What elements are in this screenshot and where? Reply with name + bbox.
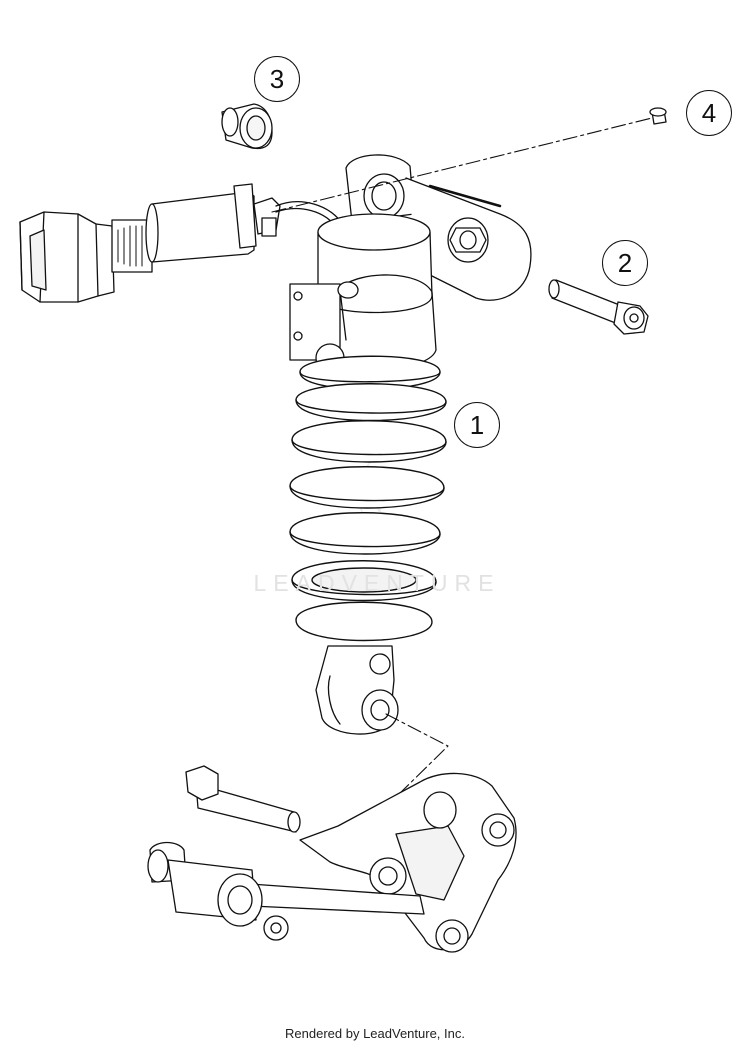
- callout-4-label: 4: [701, 97, 717, 128]
- part-4-pin[interactable]: [649, 107, 667, 125]
- preload-adjuster[interactable]: [19, 183, 281, 303]
- watermark-text: LEADVENTURE: [253, 570, 501, 596]
- callout-2[interactable]: 2: [602, 240, 648, 286]
- callout-3[interactable]: 3: [254, 56, 300, 102]
- footer-credit: Rendered by LeadVenture, Inc.: [285, 1026, 465, 1041]
- coil-spring[interactable]: [289, 355, 447, 642]
- callout-4[interactable]: 4: [686, 90, 732, 136]
- part-2-bolt[interactable]: [548, 279, 649, 335]
- shock-body[interactable]: [289, 213, 437, 373]
- shock-bottom-mount[interactable]: [315, 645, 399, 735]
- part-3-bushing[interactable]: [221, 103, 273, 150]
- callout-1[interactable]: 1: [454, 402, 500, 448]
- callout-1-label: 1: [469, 409, 485, 440]
- callout-2-label: 2: [617, 247, 633, 278]
- shock-top-mount[interactable]: [345, 154, 532, 301]
- callout-3-label: 3: [269, 63, 285, 94]
- linkage-assembly: [147, 765, 517, 953]
